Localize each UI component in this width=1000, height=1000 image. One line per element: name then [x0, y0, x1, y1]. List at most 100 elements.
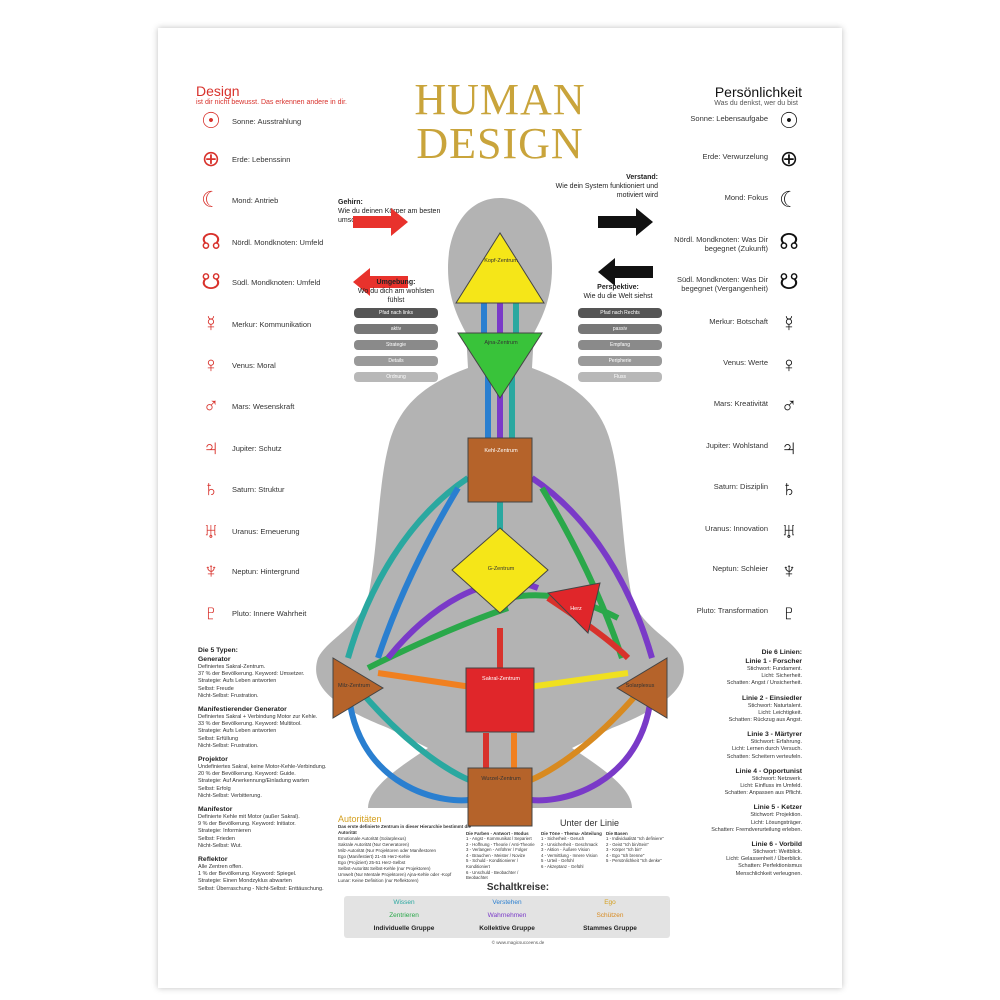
- types-heading: Die 5 Typen:: [198, 647, 238, 654]
- planet-label: Venus: Werte: [723, 358, 768, 367]
- authorities-block: Autoritäten Das erste definierte Zentrum…: [338, 814, 478, 884]
- type-line: Strategie: Einen Mondzyklus abwarten: [198, 878, 292, 885]
- bodygraph: [316, 198, 684, 827]
- spleen-center-label: Milz-Zentrum: [337, 683, 371, 689]
- type-name: Manifestierender Generator: [198, 706, 287, 714]
- type-line: 37 % der Bevölkerung. Keyword: Umsetzer.: [198, 671, 305, 678]
- line-detail: Stichwort: Erfahrung.: [750, 739, 802, 746]
- circuit-label: Schützen: [596, 912, 624, 919]
- authority-item: Selbst-Autorität Selbst-Kehle (nur Proje…: [338, 866, 431, 871]
- planet-label: Venus: Moral: [232, 361, 276, 370]
- type-line: 1 % der Bevölkerung. Keyword: Spiegel.: [198, 871, 297, 878]
- circuit-group-label: Individuelle Gruppe: [373, 925, 435, 932]
- line-detail: Licht: Leichtigkeit.: [758, 709, 802, 716]
- spacer: [198, 893, 338, 898]
- planet-symbol-icon: ☊: [779, 229, 799, 254]
- planet-symbol-icon: ☾: [779, 187, 799, 212]
- heart-center: [546, 582, 601, 634]
- authority-item: Sakrale Autorität (Nur Generatoren): [338, 842, 410, 847]
- planet-label: Mars: Wesenskraft: [232, 402, 295, 411]
- g-center: [451, 527, 549, 614]
- planet-symbol-icon: ☉: [201, 108, 221, 133]
- red-arrows: [353, 208, 408, 296]
- perspektive-label: Perspektive: Wie du die Welt siehst: [578, 283, 658, 301]
- left-pill: Details: [354, 356, 438, 366]
- line-name: Linie 2 - Einsiedler: [741, 694, 802, 702]
- sacral-center: [465, 667, 535, 733]
- unter-linie-item: 1 - Sicherheit - Geruch: [541, 836, 585, 841]
- personality-subheading: Was du denkst, wer du bist: [714, 100, 798, 107]
- type-name: Generator: [198, 656, 231, 663]
- umgebung-title: Umgebung:: [376, 279, 416, 286]
- right-pill: Pfad nach Rechts: [578, 308, 662, 318]
- left-pill: Pfad nach links: [354, 308, 438, 318]
- solar-plexus-center-label: Solarplexus: [625, 683, 655, 689]
- umgebung-label: Umgebung: Wo du dich am wohlsten fühlst: [356, 278, 436, 305]
- right-pill: Empfang: [578, 340, 662, 350]
- type-line: Strategie: Aufs Leben antworten: [198, 728, 277, 735]
- type-line: Strategie: Informieren: [198, 828, 251, 835]
- black-arrow-left: [598, 258, 653, 286]
- line-detail: Stichwort: Netzwerk.: [751, 775, 802, 782]
- type-line: 33 % der Bevölkerung. Keyword: Multitool…: [198, 721, 302, 728]
- line-detail: Schatten: Anpassen aus Pflicht.: [724, 790, 802, 797]
- line-detail: Licht: Einfluss im Umfeld.: [740, 783, 802, 790]
- type-name: Manifestor: [198, 806, 233, 814]
- planet-label: Nördl. Mondknoten: Umfeld: [232, 238, 324, 247]
- planet-symbol-icon: ☿: [202, 311, 220, 336]
- type-line: Nicht-Selbst: Frustration.: [198, 692, 259, 699]
- line-name: Linie 3 - Märtyrer: [747, 731, 802, 739]
- planet-symbol-icon: ☊: [201, 229, 221, 254]
- planet-symbol-icon: ♂: [780, 393, 798, 418]
- type-line: Nicht-Selbst: Frustration.: [198, 742, 259, 749]
- authority-item: Lunar: Keine Definition (nur Reflektoren…: [338, 878, 419, 883]
- title-line1: HUMAN: [414, 75, 586, 124]
- ajna-center: [457, 332, 543, 399]
- design-subheading: ist dir nicht bewusst. Das erkennen ande…: [196, 99, 347, 106]
- line-name: Linie 1 - Forscher: [745, 658, 802, 665]
- authorities-subtitle: Das erste definierte Zentrum in dieser H…: [338, 824, 472, 835]
- planet-symbol-icon: ♇: [202, 600, 220, 625]
- red-arrow-left: [353, 268, 408, 296]
- line-name: Linie 5 - Ketzer: [753, 804, 802, 812]
- type-line: 20 % der Bevölkerung. Keyword: Guide.: [198, 771, 296, 778]
- planet-symbol-icon: ♆: [202, 558, 220, 583]
- colors-head: Die Farben - Antwort - Modus: [466, 831, 529, 836]
- planet-symbol-icon: ☋: [779, 269, 799, 294]
- planet-symbol-icon: ♀: [780, 352, 798, 377]
- line-detail: Stichwort: Naturtalent.: [747, 702, 802, 709]
- type-line: Selbst: Erfolg: [198, 785, 231, 792]
- line-detail: Licht: Gelassenheit / Überblick.: [726, 856, 802, 863]
- planet-label: Merkur: Botschaft: [709, 317, 768, 326]
- authority-item: Milz-Autorität (Nur Projektoren oder Man…: [338, 848, 437, 853]
- unter-linie-item: 6 - Unschuld - Beobachter / Beobachtet: [466, 869, 519, 881]
- ajna-center-label: Ajna-Zentrum: [484, 340, 518, 346]
- type-line: Strategie: Aufs Leben antworten: [198, 678, 277, 685]
- planet-label: Mond: Fokus: [724, 193, 768, 202]
- bases-head: Die Basen: [606, 831, 628, 836]
- type-line: Selbst: Frieden: [198, 835, 235, 842]
- bases-column: Die Basen 1 - Individualität "Ich defini…: [606, 831, 674, 864]
- line-detail: Licht: Lösungsträger.: [750, 819, 802, 826]
- type-line: Definierte Kehle mit Motor (außer Sakral…: [198, 814, 300, 821]
- type-line: Alle Zentren offen.: [198, 864, 243, 871]
- unter-linie-item: 1 - Angst - Kommunikat / Separiert: [466, 836, 532, 841]
- circuit-group-label: Stammes Gruppe: [583, 925, 637, 932]
- unter-linie-item: 2 - Unsicherheit - Geschmack: [541, 841, 598, 847]
- footer-credit: © www.magicsucceens.de: [491, 940, 545, 945]
- type-line: Nicht-Selbst: Verbitterung.: [198, 792, 262, 799]
- g-center-label: G-Zentrum: [487, 566, 515, 572]
- tones-head: Die Töne - Thema- Abteilung: [541, 831, 602, 836]
- planet-symbol-icon: ♄: [780, 476, 798, 501]
- planet-symbol-icon: ♂: [202, 393, 220, 418]
- unter-linie-item: 3 - Aktion - Äußere Vision: [541, 847, 590, 853]
- design-heading: Design: [196, 83, 240, 99]
- throat-center: [467, 437, 533, 503]
- planet-symbol-icon: ☋: [201, 269, 221, 294]
- line-name: Linie 4 - Opportunist: [735, 767, 802, 775]
- unter-linie-item: 6 - Akzeptanz - Gefühl: [541, 863, 584, 869]
- authority-item: Umwelt (Nur Mentale Projektoren) Ajna-Ke…: [338, 872, 452, 877]
